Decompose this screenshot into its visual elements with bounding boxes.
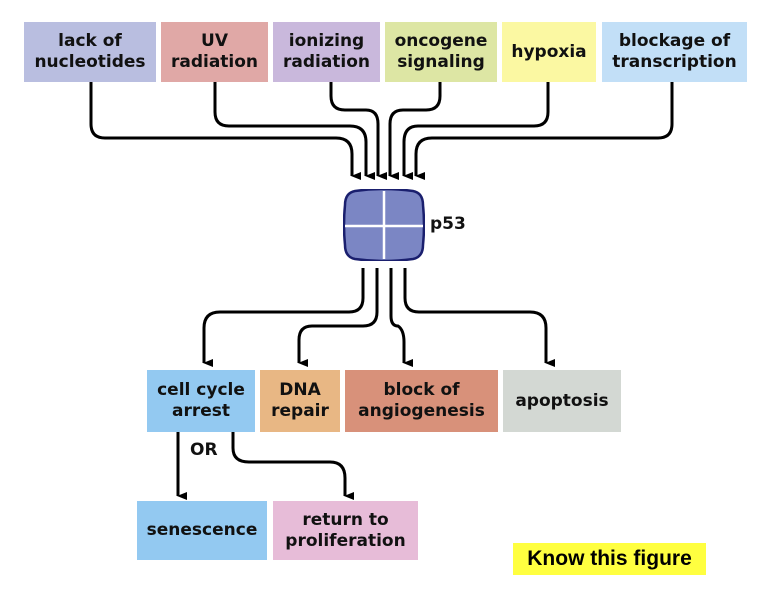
input-label: lack of nucleotides xyxy=(34,31,146,72)
input-uv-radiation: UV radiation xyxy=(161,22,268,82)
fate-senescence: senescence xyxy=(137,501,267,560)
output-label: cell cycle arrest xyxy=(157,380,245,421)
input-label: blockage of transcription xyxy=(612,31,737,72)
input-label: ionizing radiation xyxy=(282,31,371,72)
arrow-blockage-of-transcription xyxy=(414,82,674,180)
input-blockage-of-transcription: blockage of transcription xyxy=(602,22,747,82)
output-label: apoptosis xyxy=(515,390,609,411)
output-block-of-angiogenesis: block of angiogenesis xyxy=(345,370,498,432)
output-label: block of angiogenesis xyxy=(358,380,485,421)
arrow-oncogene-signaling xyxy=(388,82,442,180)
input-hypoxia: hypoxia xyxy=(502,22,596,82)
input-oncogene-signaling: oncogene signaling xyxy=(385,22,497,82)
output-apoptosis: apoptosis xyxy=(503,370,621,432)
arrow-lack-of-nucleotides xyxy=(89,82,361,180)
arrow-block-of-angiogenesis xyxy=(389,268,413,367)
output-cell-cycle-arrest: cell cycle arrest xyxy=(147,370,255,432)
or-label: OR xyxy=(190,440,218,460)
input-ionizing-radiation: ionizing radiation xyxy=(273,22,380,82)
fate-label: return to proliferation xyxy=(285,509,406,551)
fate-return-to-proliferation: return to proliferation xyxy=(273,501,418,560)
arrow-dna-repair xyxy=(297,268,379,367)
output-dna-repair: DNA repair xyxy=(260,370,340,432)
output-label: DNA repair xyxy=(271,380,329,421)
input-label: hypoxia xyxy=(511,41,587,62)
arrow-ionizing-radiation xyxy=(329,82,387,180)
arrow-hypoxia xyxy=(402,82,550,180)
arrow-return-to-proliferation xyxy=(231,432,354,500)
arrow-uv-radiation xyxy=(213,82,375,180)
input-label: UV radiation xyxy=(170,31,259,72)
p53-label: p53 xyxy=(430,214,466,234)
note-highlight: Know this figure xyxy=(513,543,706,575)
fate-label: senescence xyxy=(146,520,258,540)
arrow-apoptosis xyxy=(403,268,555,367)
p53-node xyxy=(343,189,425,261)
input-label: oncogene signaling xyxy=(394,31,488,72)
input-lack-of-nucleotides: lack of nucleotides xyxy=(24,22,156,82)
arrow-cell-cycle-arrest xyxy=(202,268,365,367)
